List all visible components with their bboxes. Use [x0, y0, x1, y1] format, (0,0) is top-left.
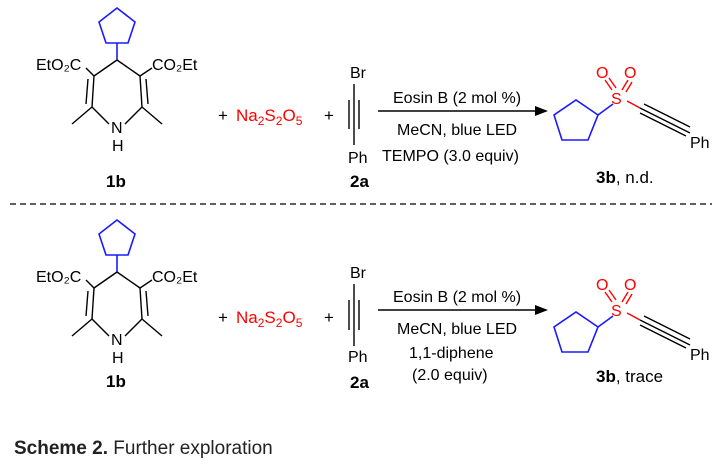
- plus-sign: +: [218, 308, 228, 327]
- cyclopentyl-ring: [98, 218, 136, 256]
- sulfonyl-bonds: [604, 77, 641, 109]
- product-phenyl-label: Ph: [690, 347, 710, 364]
- plus-sign: +: [218, 106, 228, 125]
- condition-catalyst: Eosin B (2 mol %): [393, 90, 521, 107]
- scheme-1: EtO₂C CO₂Et N H 1b + Na2S2O5 + Br Ph 2a …: [36, 6, 710, 191]
- triple-bond: [348, 284, 360, 346]
- oxygen-label-right: O: [624, 277, 636, 294]
- phenyl-label: Ph: [348, 349, 368, 366]
- compound-label-1b: 1b: [106, 372, 126, 391]
- product-cs-bond: [597, 103, 614, 116]
- oxygen-label-left: O: [596, 277, 608, 294]
- caption-label: Scheme 2.: [14, 438, 108, 459]
- product-triple-bond: [639, 315, 691, 349]
- ester-right: CO₂Et: [152, 269, 198, 286]
- condition-catalyst: Eosin B (2 mol %): [393, 289, 521, 306]
- condition-additive-amount: (2.0 equiv): [412, 367, 488, 384]
- bromine-label: Br: [350, 65, 367, 82]
- nitrogen-label: N: [111, 120, 123, 137]
- scheme-drawing: EtO₂C CO₂Et N H 1b + Na2S2O5 + Br Ph 2a …: [10, 6, 712, 392]
- oxygen-label-left: O: [596, 65, 608, 82]
- sulfonyl-bonds: [604, 289, 641, 321]
- nitrogen-label: N: [111, 332, 123, 349]
- condition-solvent: MeCN, blue LED: [397, 321, 517, 338]
- triple-bond: [348, 84, 360, 145]
- arrow-head: [535, 305, 548, 315]
- ester-right: CO₂Et: [152, 57, 198, 74]
- product-label: 3b, trace: [596, 367, 663, 386]
- arrow-head: [535, 106, 548, 116]
- phenyl-label: Ph: [348, 150, 368, 167]
- sulfite-reagent: Na2S2O5: [236, 106, 303, 128]
- caption-text: Further exploration: [108, 438, 273, 459]
- product-cs-bond: [597, 315, 614, 328]
- plus-sign: +: [324, 308, 334, 327]
- compound-label-2a: 2a: [350, 373, 369, 392]
- product-cyclopentyl-ring: [553, 99, 599, 141]
- ester-left: EtO₂C: [36, 57, 81, 74]
- condition-additive: TEMPO (3.0 equiv): [382, 148, 519, 165]
- oxygen-label-right: O: [624, 65, 636, 82]
- product-triple-bond: [639, 103, 691, 137]
- sulfite-reagent: Na2S2O5: [236, 308, 303, 330]
- nh-hydrogen-label: H: [112, 350, 124, 367]
- dihydropyridine-ring: [71, 59, 163, 125]
- dihydropyridine-ring: [71, 271, 163, 337]
- product-cyclopentyl-ring: [553, 311, 599, 353]
- condition-additive: 1,1-diphene: [409, 345, 494, 362]
- product-phenyl-label: Ph: [690, 135, 710, 152]
- nh-hydrogen-label: H: [112, 138, 124, 155]
- compound-label-2a: 2a: [350, 172, 369, 191]
- bromine-label: Br: [350, 265, 367, 282]
- plus-sign: +: [324, 106, 334, 125]
- scheme-2: EtO₂C CO₂Et N H 1b + Na2S2O5 + Br Ph 2a …: [36, 218, 710, 392]
- condition-solvent: MeCN, blue LED: [397, 122, 517, 139]
- figure-caption: Scheme 2. Further exploration: [14, 438, 273, 460]
- sulfur-label: S: [611, 91, 622, 108]
- cyclopentyl-ring: [98, 6, 136, 44]
- ester-left: EtO₂C: [36, 269, 81, 286]
- product-label: 3b, n.d.: [596, 168, 654, 187]
- sulfur-label: S: [611, 303, 622, 320]
- compound-label-1b: 1b: [106, 172, 126, 191]
